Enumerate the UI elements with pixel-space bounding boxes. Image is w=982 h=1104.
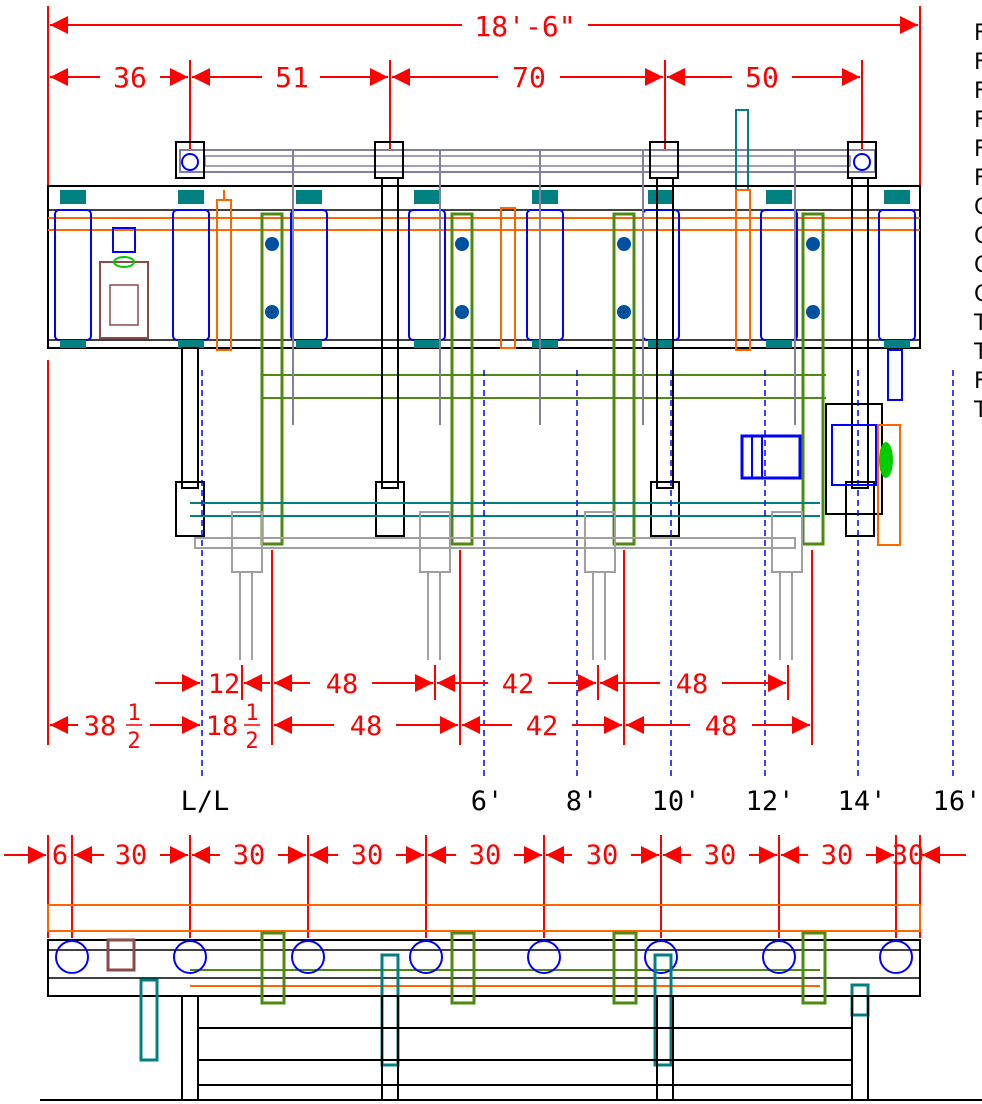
note-line-11: T [973,311,982,336]
roller-dim-8: 30 [821,840,854,871]
upper-dim-4: 48 [676,669,709,700]
roller-set-elevation [55,940,913,974]
station-label-8: 8' [566,786,599,817]
note-line-4: F [974,108,982,133]
station-label-10: 10' [652,786,701,817]
roller-dim-9: 30 [892,840,925,871]
guide-rods [292,150,796,425]
chain-sprockets [265,237,820,319]
lower-dim-1-numerator: 1 [127,701,140,726]
notes-column: F F F F F F C C C C T T F T [973,21,982,423]
lower-dim-5: 48 [705,711,738,742]
station-label-16: 16' [933,786,982,817]
station-label-12: 12' [746,786,795,817]
roller-dim-5: 30 [469,840,502,871]
note-line-13: F [974,369,982,394]
top-dim-3: 70 [512,61,546,94]
note-line-8: C [974,224,982,249]
lift-cylinders-elevation [106,938,870,1067]
support-legs [181,995,869,1101]
upper-station-dimensions: 12 48 42 48 [155,669,786,700]
station-label-ll: L/L [181,786,230,817]
overhead-guide-rail [175,109,877,191]
top-dim-2: 51 [275,61,309,94]
vertical-posts [175,177,875,537]
note-line-2: F [974,50,982,75]
lower-dim-2-whole: 18 [206,711,239,742]
upper-dim-2: 48 [326,669,359,700]
overall-dimension: 18'-6" [47,6,921,185]
upper-dim-3: 42 [502,669,535,700]
note-line-9: C [974,253,982,278]
note-line-14: T [973,398,982,423]
top-dim-1: 36 [113,61,147,94]
chain-units-elevation [260,931,827,1005]
overall-length-label: 18'-6" [474,10,575,43]
extension-lines [47,360,813,745]
top-segment-dimensions: 36 51 70 50 [50,60,863,150]
station-label-6: 6' [471,786,504,817]
pneumatic-cylinders [216,189,751,351]
note-line-7: C [974,195,982,220]
lower-shafts [190,502,820,549]
note-line-5: F [974,137,982,162]
note-line-3: F [974,79,982,104]
note-line-10: C [974,282,982,307]
roller-dim-1: 6 [52,840,68,871]
lower-dim-4: 42 [526,711,559,742]
lower-dim-3: 48 [350,711,383,742]
chain-assemblies [260,212,826,546]
upper-dim-1: 12 [208,669,241,700]
lower-dim-2-numerator: 1 [245,701,258,726]
note-line-1: F [974,21,982,46]
roller-dim-7: 30 [704,840,737,871]
conveyor-frame-elevation [47,904,921,997]
lower-station-dimensions: 38 1 2 18 1 2 48 42 48 [50,701,810,754]
roller-dim-3: 30 [233,840,266,871]
grippers [231,511,803,660]
lower-dim-1-whole: 38 [84,711,117,742]
top-dim-4: 50 [745,61,779,94]
roller-dim-2: 30 [115,840,148,871]
roller-set-plan [54,190,916,348]
lower-dim-1-denominator: 2 [127,729,140,754]
main-drive-motor [740,349,903,546]
note-line-6: F [974,166,982,191]
note-line-12: T [973,340,982,365]
roller-dim-4: 30 [351,840,384,871]
station-label-14: 14' [838,786,887,817]
roller-pitch-dimensions: 6 30 30 30 30 30 30 30 30 [4,835,966,938]
station-labels: L/L 6' 8' 10' 12' 14' 16' [181,786,982,817]
station-centerlines [201,370,954,780]
left-drive-unit [99,227,149,339]
lower-dim-2-denominator: 2 [245,729,258,754]
roller-dim-6: 30 [586,840,619,871]
